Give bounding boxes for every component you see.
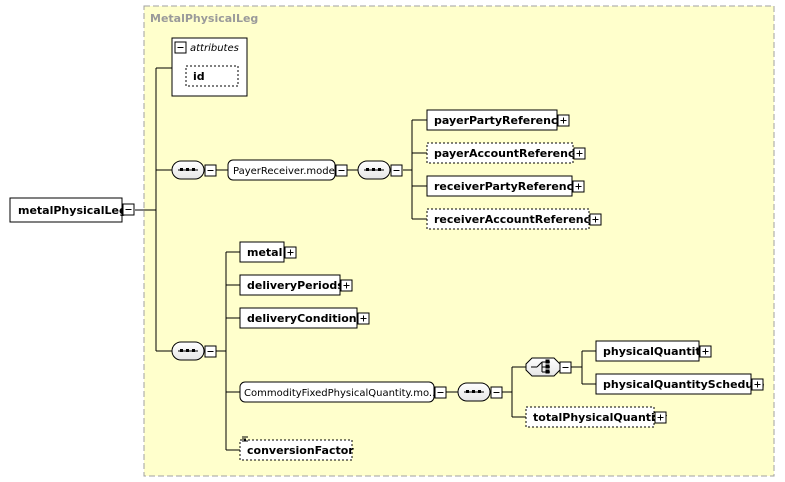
element-label: deliveryConditions bbox=[247, 312, 364, 325]
group-commodity-fixed-physical-quantity[interactable]: CommodityFixedPhysicalQuantity.mo... bbox=[239, 381, 447, 403]
element-metal[interactable]: metal bbox=[239, 241, 297, 263]
quantity-group-label: CommodityFixedPhysicalQuantity.mo... bbox=[244, 388, 438, 399]
expand-icon[interactable] bbox=[751, 378, 764, 391]
choice-compositor[interactable] bbox=[525, 357, 572, 377]
attributes-collapse-icon[interactable] bbox=[174, 41, 187, 54]
sequence-compositor-2[interactable] bbox=[357, 160, 403, 180]
element-receiverAccountReference[interactable]: receiverAccountReference bbox=[426, 208, 602, 230]
root-element-metalPhysicalLeg[interactable]: metalPhysicalLeg bbox=[9, 197, 135, 223]
sequence-icon bbox=[364, 168, 384, 171]
simple-type-icon bbox=[242, 436, 248, 442]
group-payer-receiver-model[interactable]: PayerReceiver.model bbox=[227, 159, 348, 181]
collapse-icon[interactable] bbox=[204, 345, 217, 358]
element-label: receiverPartyReference bbox=[434, 180, 581, 193]
collapse-icon[interactable] bbox=[335, 164, 348, 177]
element-label: receiverAccountReference bbox=[434, 213, 598, 226]
expand-icon[interactable] bbox=[572, 180, 585, 193]
element-label: payerAccountReference bbox=[434, 147, 582, 160]
sequence-compositor-3[interactable] bbox=[171, 341, 217, 361]
sequence-compositor-1[interactable] bbox=[171, 160, 217, 180]
element-label: physicalQuantitySchedule bbox=[603, 378, 764, 391]
collapse-icon[interactable] bbox=[434, 386, 447, 399]
expand-icon[interactable] bbox=[573, 147, 586, 160]
collapse-icon[interactable] bbox=[559, 361, 572, 374]
root-element-label: metalPhysicalLeg bbox=[18, 204, 127, 217]
expand-icon[interactable] bbox=[557, 114, 570, 127]
attributes-label: attributes bbox=[190, 43, 239, 54]
element-label: totalPhysicalQuantity bbox=[533, 411, 667, 424]
element-physicalQuantitySchedule[interactable]: physicalQuantitySchedule bbox=[595, 373, 764, 395]
expand-icon[interactable] bbox=[357, 312, 370, 325]
element-deliveryPeriods[interactable]: deliveryPeriods bbox=[239, 274, 353, 296]
element-label: deliveryPeriods bbox=[247, 279, 344, 292]
expand-icon[interactable] bbox=[589, 213, 602, 226]
expand-icon[interactable] bbox=[699, 345, 712, 358]
element-conversionFactor[interactable]: conversionFactor bbox=[239, 436, 354, 461]
collapse-icon[interactable] bbox=[122, 203, 135, 216]
attributes-box: attributes id bbox=[171, 37, 248, 97]
element-payerAccountReference[interactable]: payerAccountReference bbox=[426, 142, 586, 164]
payer-group-label: PayerReceiver.model bbox=[233, 166, 338, 177]
collapse-icon[interactable] bbox=[490, 386, 503, 399]
collapse-icon[interactable] bbox=[390, 164, 403, 177]
element-label: physicalQuantity bbox=[603, 345, 708, 358]
expand-icon[interactable] bbox=[340, 279, 353, 292]
element-label: conversionFactor bbox=[247, 444, 354, 457]
element-label: payerPartyReference bbox=[434, 114, 565, 127]
sequence-icon bbox=[464, 390, 484, 393]
attribute-id[interactable]: id bbox=[185, 65, 239, 87]
connector-lines bbox=[135, 67, 596, 451]
sequence-icon bbox=[178, 349, 198, 352]
choice-icon bbox=[531, 359, 550, 374]
attribute-id-label: id bbox=[193, 70, 205, 83]
element-payerPartyReference[interactable]: payerPartyReference bbox=[426, 109, 570, 131]
sequence-icon bbox=[178, 168, 198, 171]
collapse-icon[interactable] bbox=[204, 164, 217, 177]
element-receiverPartyReference[interactable]: receiverPartyReference bbox=[426, 175, 585, 197]
type-title: MetalPhysicalLeg bbox=[150, 12, 258, 25]
element-totalPhysicalQuantity[interactable]: totalPhysicalQuantity bbox=[525, 406, 667, 428]
sequence-compositor-4[interactable] bbox=[457, 382, 503, 402]
expand-icon[interactable] bbox=[284, 246, 297, 259]
element-deliveryConditions[interactable]: deliveryConditions bbox=[239, 307, 370, 329]
element-label: metal bbox=[247, 246, 282, 259]
expand-icon[interactable] bbox=[654, 411, 667, 424]
element-physicalQuantity[interactable]: physicalQuantity bbox=[595, 340, 712, 362]
